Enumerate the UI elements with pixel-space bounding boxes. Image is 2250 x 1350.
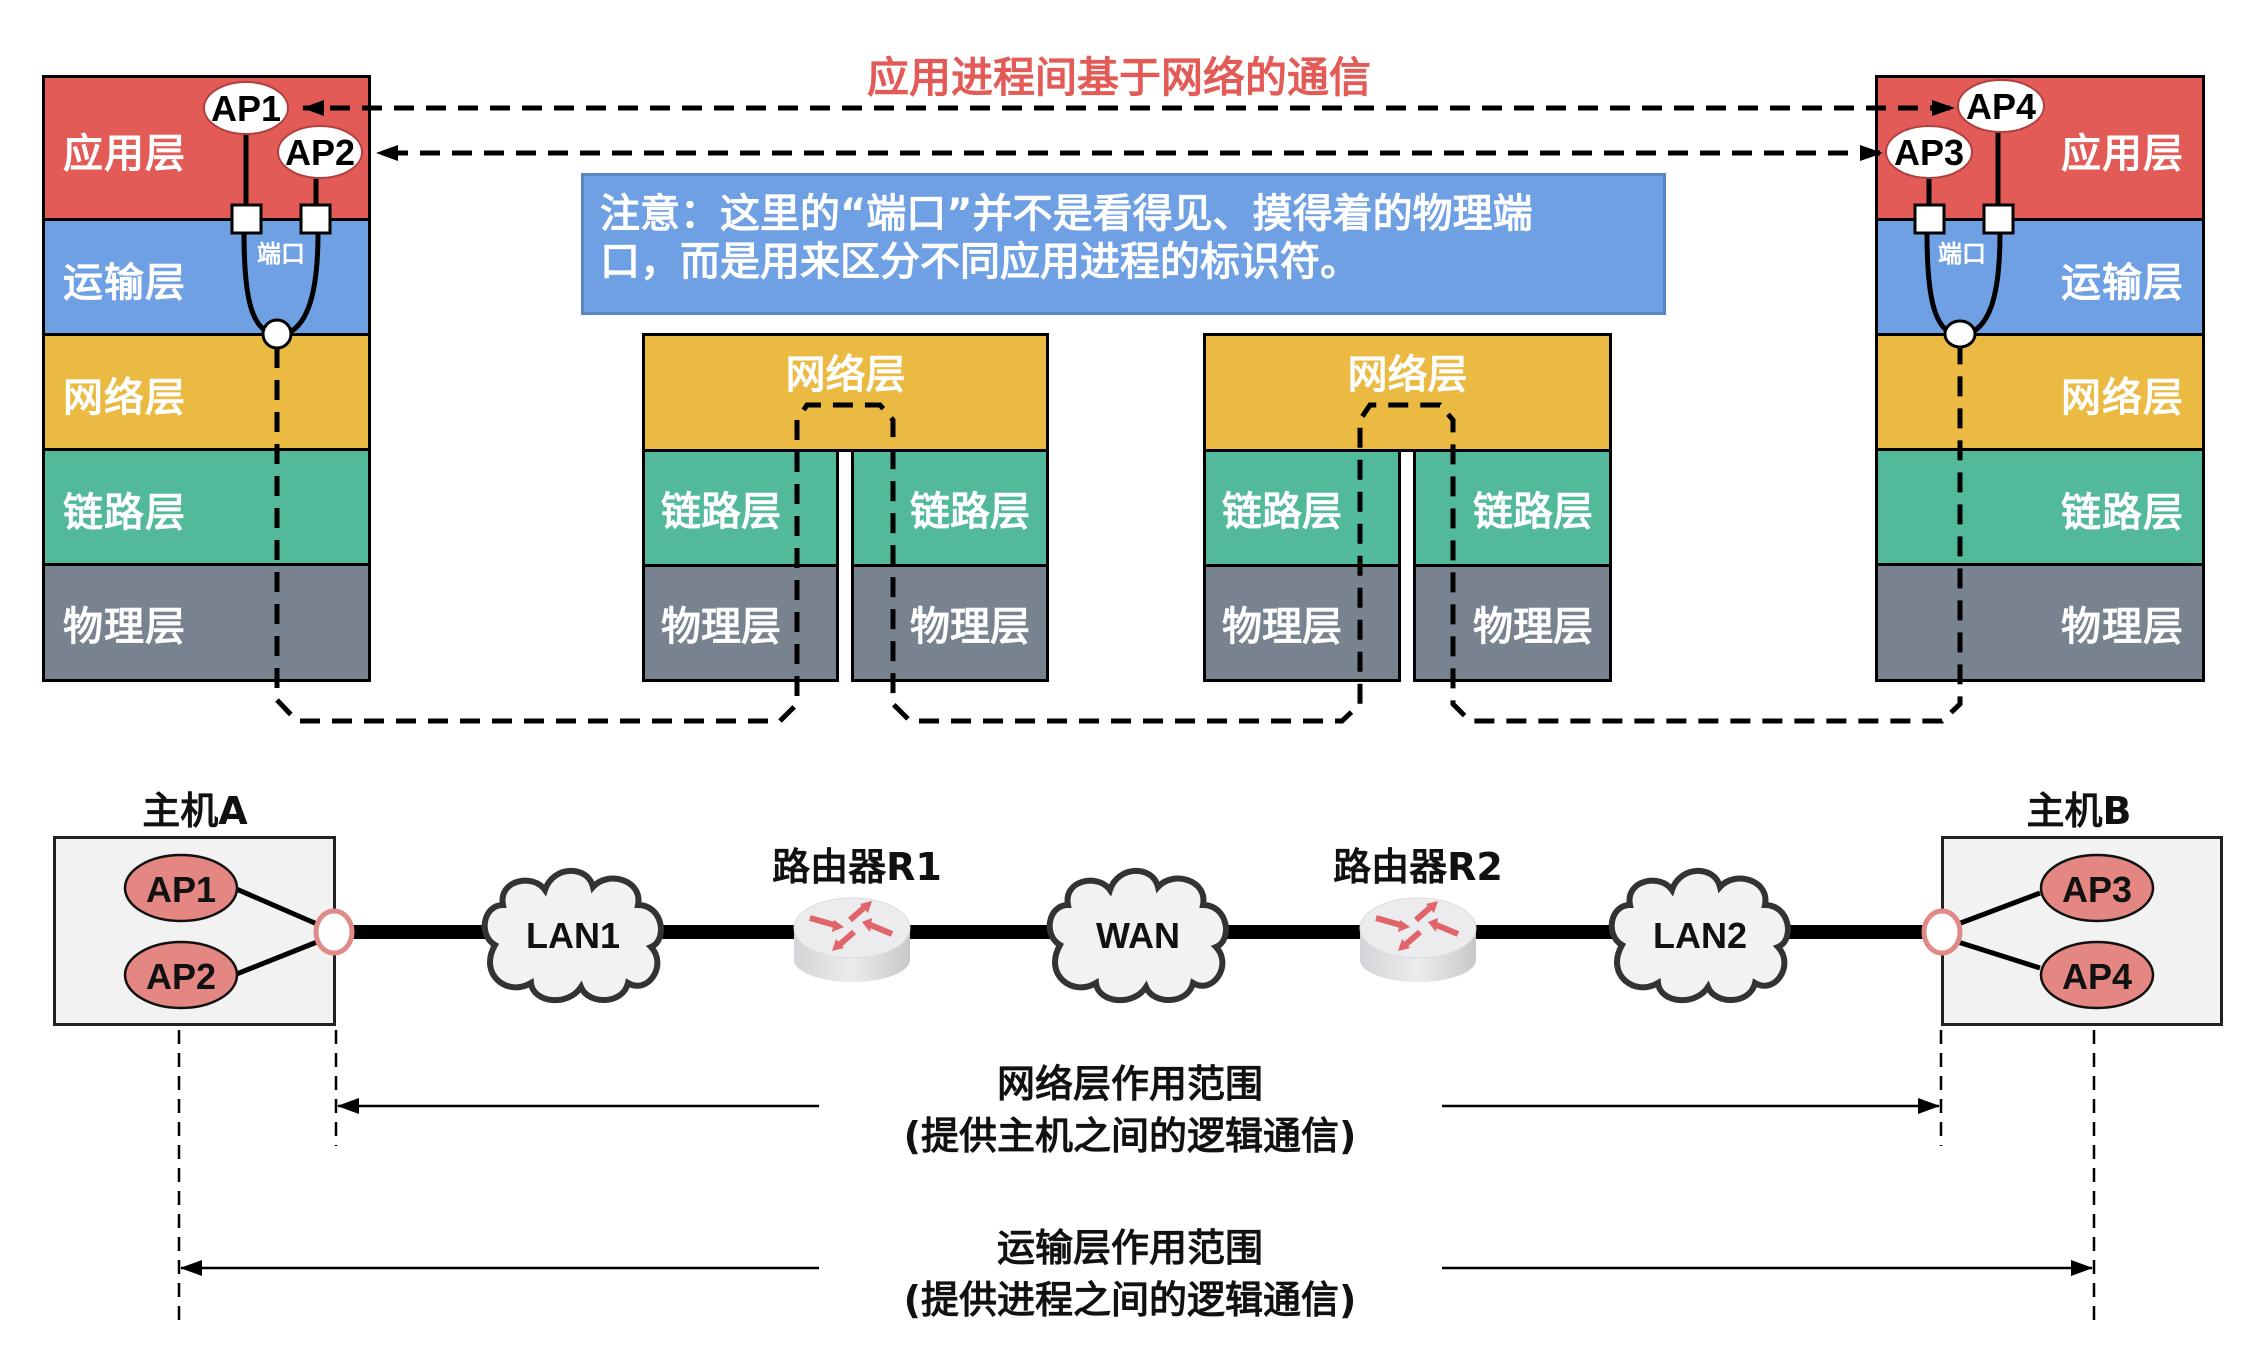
host-b-port-3-icon	[1913, 203, 1946, 235]
host-b-interface-icon	[1921, 908, 1963, 956]
layer-label: 链路层	[1473, 489, 1593, 535]
router-r1-link-layer-left: 链路层	[642, 449, 839, 567]
scope-title: 运输层作用范围	[996, 1226, 1263, 1270]
lan2-label: LAN2	[1653, 915, 1747, 956]
host-a-port-label: 端口	[257, 241, 305, 268]
host-b-port-4-icon	[1982, 203, 2015, 235]
router-r1-network-layer: 网络层	[642, 333, 1049, 452]
layer-label: 物理层	[1473, 604, 1593, 650]
host-a-ap1-label: AP1	[211, 88, 281, 129]
host-b-ap3-label: AP3	[1894, 132, 1964, 173]
host-b-port-label: 端口	[1938, 241, 1986, 268]
host-a-process-ap1	[123, 853, 239, 923]
host-b-process-ap3-label: AP3	[2062, 869, 2132, 910]
layer-label: 物理层	[2061, 603, 2184, 650]
host-a-ip-endpoint-icon	[261, 318, 293, 350]
host-a-process-ap2-label: AP2	[146, 956, 216, 997]
layer-label: 链路层	[910, 489, 1030, 535]
host-b-ap4-label: AP4	[1966, 86, 2036, 127]
host-b-process-ap4	[2039, 940, 2155, 1010]
host-b-ap4-ellipse	[1957, 79, 2045, 133]
host-b-process-ap4-label: AP4	[2062, 956, 2132, 997]
layer-label: 链路层	[63, 489, 186, 536]
port-note-box: 注意：这里的“端口”并不是看得见、摸得着的物理端 口，而是用来区分不同应用进程的…	[581, 173, 1666, 315]
data-path-dashed-line	[274, 348, 1963, 724]
router-r1-icon	[793, 897, 911, 982]
host-b-link-layer: 链路层	[1878, 448, 2202, 566]
host-b-protocol-stack: 应用层 运输层 网络层 链路层 物理层	[1875, 75, 2205, 682]
host-b-process-ap3	[2039, 853, 2155, 923]
layer-label: 物理层	[1222, 604, 1342, 650]
layer-label: 网络层	[2061, 374, 2184, 421]
layer-label: 网络层	[1347, 352, 1468, 398]
router-r1-physical-layer-left: 物理层	[642, 564, 839, 682]
host-a-network-layer: 网络层	[45, 333, 368, 451]
host-a-ap1-connector	[233, 885, 318, 927]
host-b-ip-endpoint-icon	[1943, 319, 1977, 349]
host-b-network-layer: 网络层	[1878, 333, 2202, 451]
ap4-arrowhead-icon	[1932, 100, 1955, 116]
router-r2-link-layer-right: 链路层	[1413, 449, 1612, 567]
note-line-1: 注意：这里的“端口”并不是看得见、摸得着的物理端	[600, 191, 1533, 237]
host-a-port-2-icon	[299, 203, 332, 235]
host-b-label: 主机B	[2026, 789, 2132, 833]
host-b-ap4-connector	[1957, 939, 2041, 971]
router-r1-link-layer-right: 链路层	[851, 449, 1049, 567]
scope-subtitle: (提供主机之间的逻辑通信)	[903, 1114, 1357, 1158]
layer-label: 物理层	[910, 604, 1030, 650]
router-r1-label: 路由器R1	[772, 845, 942, 889]
host-a-link-layer: 链路层	[45, 448, 368, 566]
host-a-ap1-ellipse	[203, 81, 289, 135]
router-r2-network-layer: 网络层	[1203, 333, 1612, 452]
layer-label: 应用层	[2061, 130, 2184, 177]
host-b-ap3-connector	[1957, 890, 2041, 927]
router-r2-label: 路由器R2	[1333, 845, 1503, 889]
router-r2-icon	[1359, 897, 1477, 982]
host-a-ap2-connector	[233, 939, 318, 978]
layer-label: 网络层	[63, 374, 186, 421]
host-b-ap3-ellipse	[1885, 125, 1973, 179]
host-a-interface-icon	[313, 908, 355, 956]
router-r1-physical-layer-right: 物理层	[851, 564, 1049, 682]
layer-label: 链路层	[661, 489, 781, 535]
layer-label: 网络层	[785, 352, 906, 398]
host-a-port-1-icon	[230, 203, 263, 235]
transport-layer-scope-label: 运输层作用范围 (提供进程之间的逻辑通信)	[904, 1222, 1357, 1326]
host-b-transport-layer: 运输层	[1878, 218, 2202, 336]
host-a-process-ap2	[123, 940, 239, 1010]
ap3-arrowhead-icon	[1860, 145, 1883, 161]
layer-label: 应用层	[63, 130, 186, 177]
diagram-title: 应用进程间基于网络的通信	[867, 53, 1372, 102]
layer-label: 运输层	[2061, 259, 2184, 306]
layer-label: 物理层	[661, 604, 781, 650]
host-a-ap2-ellipse	[277, 125, 363, 179]
layer-label: 链路层	[2061, 489, 2184, 536]
lan1-cloud-icon: LAN1	[481, 867, 664, 1004]
layer-label: 运输层	[63, 259, 186, 306]
host-a-physical-layer: 物理层	[45, 563, 368, 679]
lan2-cloud-icon: LAN2	[1608, 867, 1791, 1004]
host-a-ap2-label: AP2	[285, 132, 355, 173]
router-r2-link-layer-left: 链路层	[1203, 449, 1401, 567]
wan-cloud-icon: WAN	[1046, 867, 1229, 1004]
scope-subtitle: (提供进程之间的逻辑通信)	[903, 1278, 1357, 1322]
scope-title: 网络层作用范围	[996, 1062, 1263, 1106]
lan1-label: LAN1	[526, 915, 620, 956]
layer-label: 物理层	[63, 603, 186, 650]
note-line-2: 口，而是用来区分不同应用进程的标识符。	[600, 239, 1360, 285]
router-r2-physical-layer-left: 物理层	[1203, 564, 1401, 682]
host-a-process-ap1-label: AP1	[146, 869, 216, 910]
network-layer-scope-label: 网络层作用范围 (提供主机之间的逻辑通信)	[904, 1058, 1357, 1162]
wan-label: WAN	[1096, 915, 1180, 956]
router-r2-physical-layer-right: 物理层	[1413, 564, 1612, 682]
layer-label: 链路层	[1222, 489, 1342, 535]
host-b-physical-layer: 物理层	[1878, 563, 2202, 679]
host-a-label: 主机A	[142, 789, 248, 833]
